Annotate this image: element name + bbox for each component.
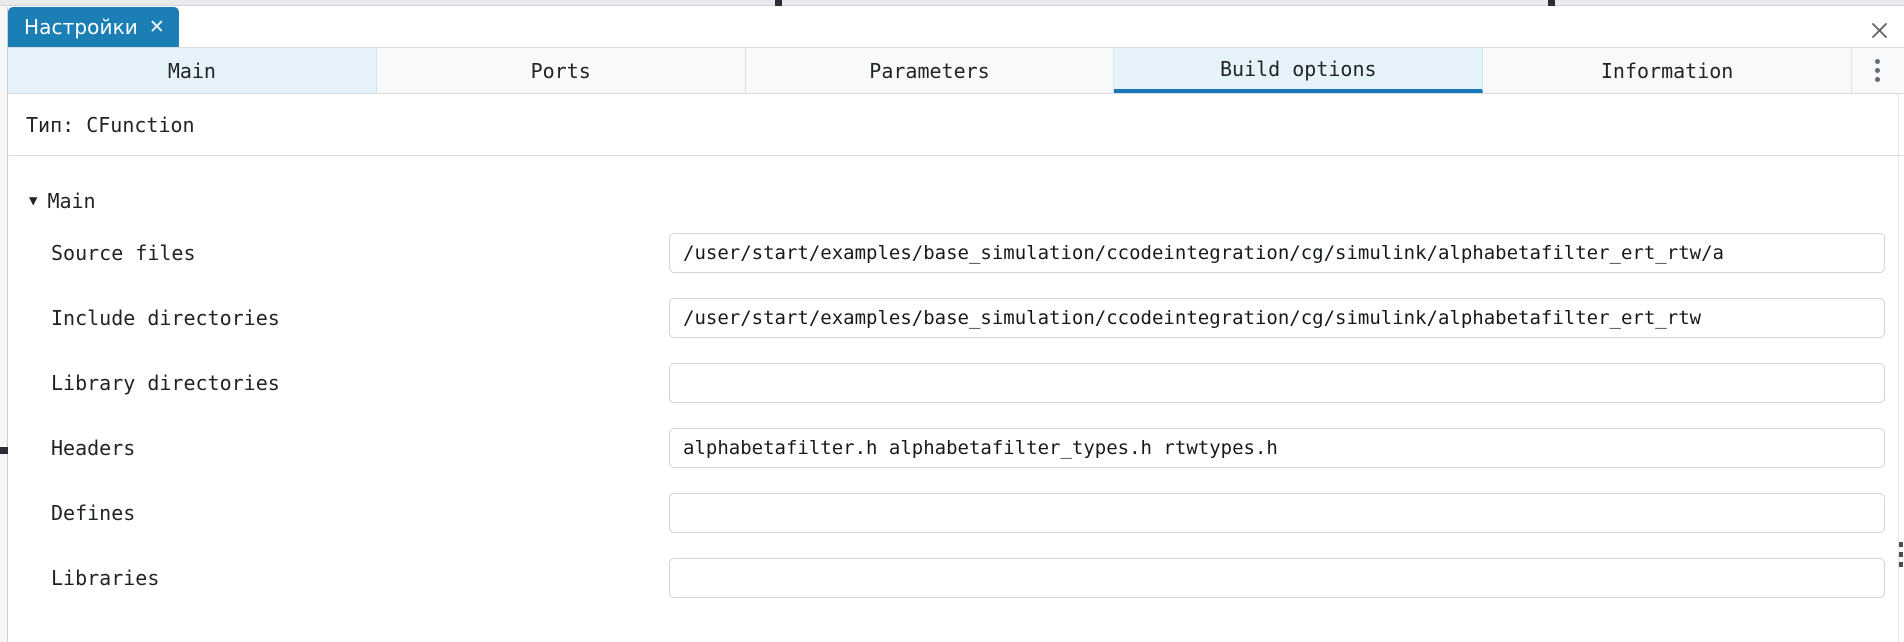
headers-input[interactable] [669,427,1885,468]
tab-main-label: Main [167,58,216,83]
field-row-library-directories: Library directories [9,350,1895,415]
parent-toolbar-tick-right [1548,0,1555,6]
tab-main[interactable]: Main [8,48,377,93]
group-header-main[interactable]: ▼ Main [9,182,1895,220]
parent-toolbar-tick-left [775,0,782,6]
parent-toolbar-strip-bg [0,0,1904,6]
include-directories-input[interactable] [669,297,1885,338]
window-tabbar: Настройки ✕ [8,7,1904,47]
field-label-source-files: Source files [51,240,196,265]
tab-information-label: Information [1600,58,1734,83]
right-edge-marker [1899,542,1903,547]
window-tab-settings[interactable]: Настройки ✕ [8,7,179,47]
tab-ports-label: Ports [530,58,591,83]
build-options-form: ▼ Main Source files Include directories … [9,156,1895,642]
right-edge-scroll-region[interactable] [1898,94,1904,642]
type-text: Тип: CFunction [26,112,195,137]
field-row-defines: Defines [9,480,1895,545]
chevron-down-icon: ▼ [29,193,38,209]
field-row-headers: Headers [9,415,1895,480]
close-icon[interactable] [1864,15,1894,45]
field-label-defines: Defines [51,500,136,525]
library-directories-input[interactable] [669,362,1885,403]
field-label-include-directories: Include directories [51,305,280,330]
defines-input[interactable] [669,492,1885,533]
tab-ports[interactable]: Ports [376,48,746,93]
left-rail-marker [0,447,8,454]
kebab-menu-icon[interactable] [1851,48,1904,93]
source-files-input[interactable] [669,232,1885,273]
field-label-library-directories: Library directories [51,370,280,395]
field-label-libraries: Libraries [51,565,160,590]
field-label-headers: Headers [51,435,136,460]
tab-build-options[interactable]: Build options [1114,48,1484,93]
field-row-source-files: Source files [9,220,1895,285]
section-tabbar: Main Ports Parameters Build options Info… [8,47,1904,94]
kebab-dots [1875,59,1881,82]
right-edge-marker [1899,552,1903,557]
tab-information[interactable]: Information [1483,48,1852,93]
parent-toolbar-strip [0,0,1904,7]
close-icon[interactable]: ✕ [148,15,165,38]
left-rail [0,7,8,642]
type-row: Тип: CFunction [9,94,1904,156]
window-tab-label: Настройки [24,15,138,39]
field-row-include-directories: Include directories [9,285,1895,350]
field-row-libraries: Libraries [9,545,1895,610]
tab-build-options-label: Build options [1220,56,1377,81]
right-edge-marker [1899,562,1903,567]
libraries-input[interactable] [669,557,1885,598]
group-title: Main [47,189,96,213]
tab-parameters[interactable]: Parameters [745,48,1115,93]
tab-parameters-label: Parameters [869,58,990,83]
